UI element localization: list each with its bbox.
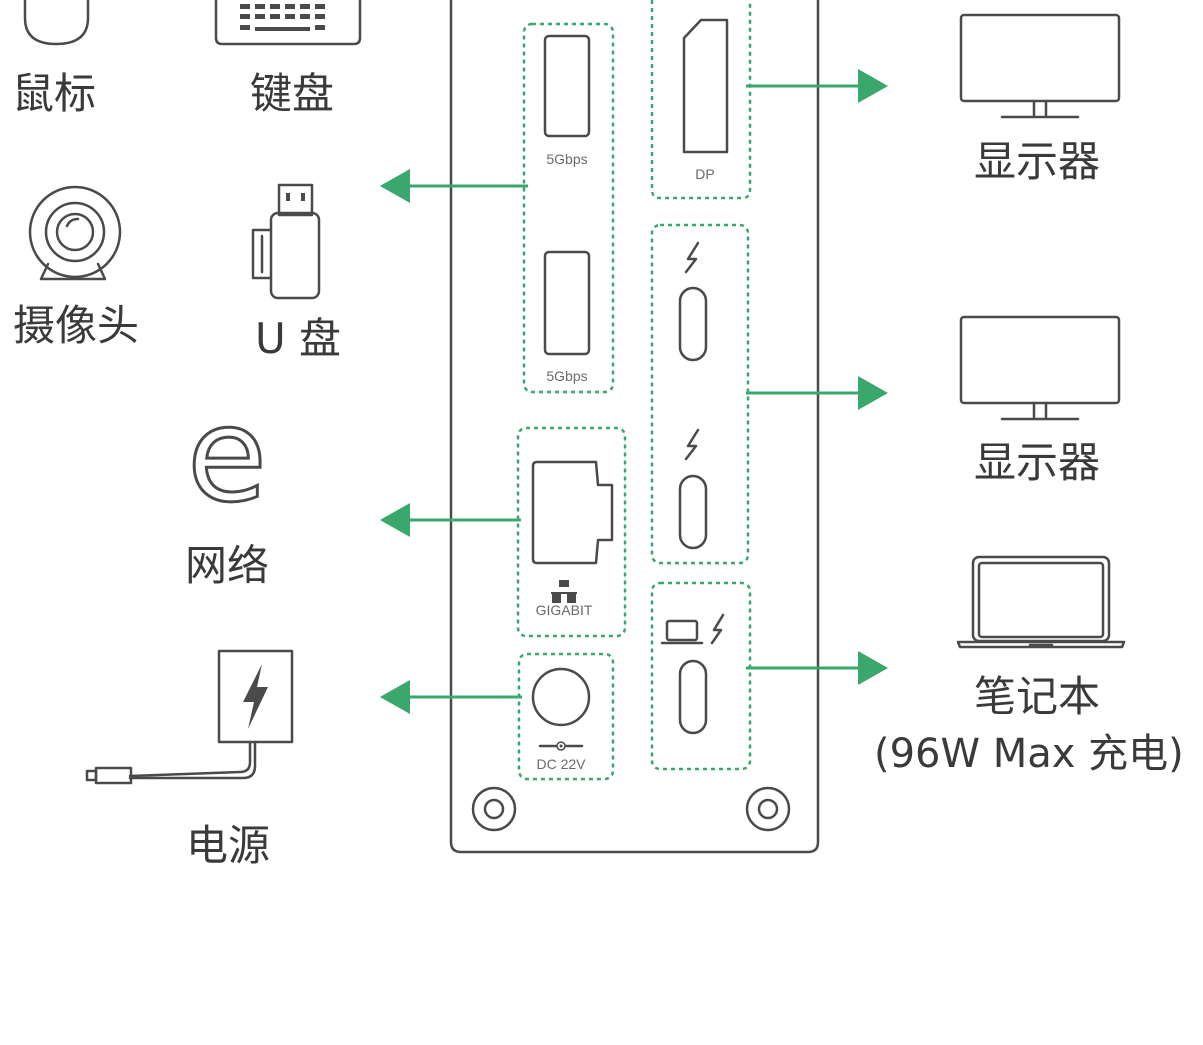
host-thunderbolt-port [678,659,708,735]
thunderbolt-icon [684,241,700,274]
network-icon [551,580,577,603]
display-2-label: 显示器 [974,438,1100,487]
laptop-icon [956,555,1126,649]
arrow-dp-to-display [746,69,888,103]
dc-polarity-icon [538,741,584,751]
monitor-icon [959,13,1121,119]
thunderbolt-port-1 [678,286,708,362]
arrow-ethernet-to-network [380,503,521,537]
dc-port [531,667,591,727]
usb-drive-device: U 盘 [251,183,341,363]
dc-port-group: DC 22V [517,652,615,781]
usb-a-port-2 [543,250,591,356]
usb-drive-icon [251,183,321,300]
laptop-charge-note: (96W Max 充电) [874,731,1184,777]
ie-logo-icon: e [187,379,267,531]
dock-body [449,0,820,854]
mount-screw-right [745,786,791,832]
usb-a-port-2-label: 5Gbps [546,368,587,384]
mount-screw-left [471,786,517,832]
laptop-label: 笔记本 [974,672,1100,721]
arrow-usb-to-devices [380,169,528,203]
ethernet-port-label: GIGABIT [536,602,593,618]
arrow-dc-to-power [380,680,522,714]
power-adapter-icon [85,649,294,785]
network-device: e 网络 [185,378,269,591]
thunderbolt-icon [710,613,725,645]
usb-a-port-1 [543,34,591,138]
monitor-icon [959,315,1121,421]
keyboard-device: 键盘 [214,0,362,118]
thunderbolt-icon [684,428,700,461]
ethernet-port [531,460,614,565]
power-label: 电源 [186,821,270,870]
arrow-thunderbolt-to-display [746,376,888,410]
webcam-icon [28,185,122,281]
host-port-group [650,581,752,771]
keyboard-label: 键盘 [250,69,334,118]
network-label: 网络 [185,541,269,590]
dp-port-label: DP [695,166,714,182]
keyboard-icon [214,0,362,46]
dp-port [682,18,729,154]
mouse-device: 鼠标 [12,0,96,118]
dp-port-group: DP [650,0,752,200]
display-2-device: 显示器 [959,315,1121,487]
laptop-device: 笔记本 (96W Max 充电) [874,555,1184,777]
mouse-icon [23,0,90,46]
webcam-label: 摄像头 [13,301,139,350]
display-1-label: 显示器 [974,137,1100,186]
thunderbolt-port-group [650,223,750,565]
usb-drive-label: U 盘 [255,314,341,363]
dc-port-label: DC 22V [536,756,586,772]
display-1-device: 显示器 [959,13,1121,186]
usb-a-port-1-label: 5Gbps [546,151,587,167]
laptop-icon [660,619,704,645]
ethernet-port-group: GIGABIT [516,426,627,638]
usb-a-port-group: 5Gbps 5Gbps [522,22,615,394]
webcam-device: 摄像头 [13,185,139,350]
arrow-host-to-laptop [746,651,888,685]
thunderbolt-port-2 [678,474,708,550]
mouse-label: 鼠标 [12,69,96,118]
power-device: 电源 [85,649,294,870]
